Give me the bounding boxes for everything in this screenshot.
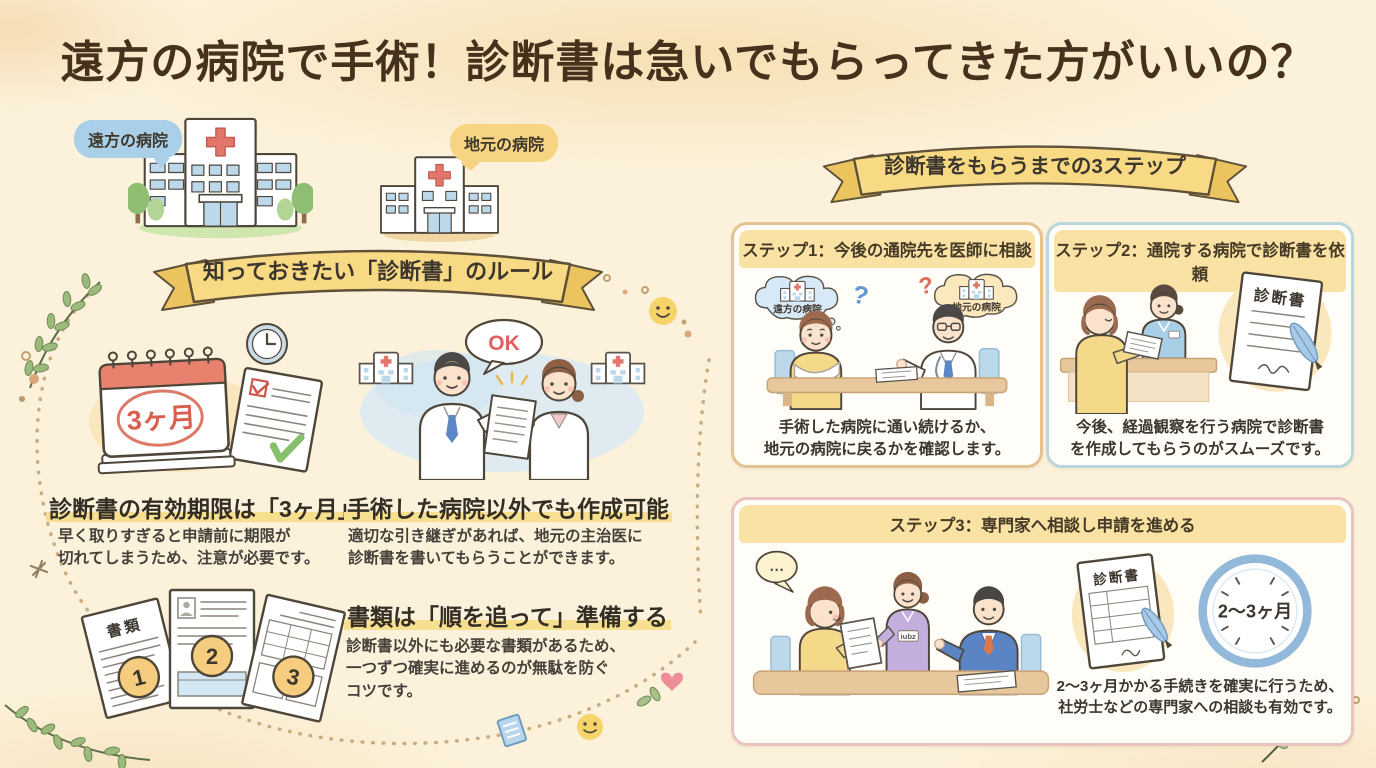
clock-label: 2～3ヶ月 bbox=[1218, 602, 1292, 622]
step3-card: ステップ3：専門家へ相談し申請を進める … iu bbox=[731, 497, 1354, 746]
checked-document-icon bbox=[228, 367, 323, 473]
paper-on-table bbox=[956, 669, 1017, 693]
rule3-body: 診断書以外にも必要な書類があるため、 一つずつ確実に進めるのが無駄を防ぐ コツで… bbox=[346, 638, 626, 700]
svg-text:…: … bbox=[769, 558, 784, 575]
step1-title: ステップ1：今後の通院先を医師に相談 bbox=[739, 230, 1035, 268]
doctors-illustration: OK bbox=[358, 318, 646, 480]
svg-text:地元の病院: 地元の病院 bbox=[952, 301, 1001, 314]
step3-caption: 2～3ヶ月かかる手続きを確実に行うため、 社労士などの専門家への相談も有効です。 bbox=[1056, 678, 1344, 716]
question-mark-red: ? bbox=[917, 272, 935, 300]
rule2-heading: 手術した病院以外でも作成可能 bbox=[344, 490, 672, 524]
steps-banner-ribbon: 診断書をもらうまでの3ステップ bbox=[822, 145, 1248, 204]
patient bbox=[1075, 295, 1163, 414]
distant-hospital-icon bbox=[128, 117, 313, 239]
step2-card: ステップ2：通院する病院で診断書を依頼 bbox=[1046, 222, 1354, 468]
staff-badge: iubz bbox=[901, 632, 917, 641]
smiley-icon bbox=[649, 297, 677, 325]
document-icon bbox=[483, 394, 537, 460]
hospital-icon bbox=[590, 351, 646, 385]
step3-certificate: 診断書 bbox=[1071, 553, 1175, 673]
rule3-heading: 書類は「順を追って」準備する bbox=[344, 598, 674, 632]
ok-bubble-text: OK bbox=[488, 332, 520, 355]
doctor bbox=[896, 303, 977, 411]
step2-illustration: 診断書 bbox=[1059, 271, 1332, 414]
page-title: 遠方の病院で手術！診断書は急いでもらってきた方がいいの？ bbox=[60, 38, 1316, 87]
ellipsis-speech-bubble: … bbox=[755, 550, 798, 593]
clock-icon bbox=[246, 323, 288, 365]
step1-caption: 手術した病院に通い続けるか、 地元の病院に戻るかを確認します。 bbox=[763, 419, 1011, 458]
sprout-icon bbox=[29, 559, 49, 579]
dotted-divider bbox=[695, 358, 711, 622]
paper-on-table bbox=[875, 366, 919, 383]
steps-banner-text: 診断書をもらうまでの3ステップ bbox=[884, 154, 1186, 178]
rule1-heading: 診断書の有効期限は「3ヶ月」 bbox=[46, 490, 364, 524]
duration-clock: 2～3ヶ月 bbox=[1198, 554, 1312, 668]
calendar-label: 3ヶ月 bbox=[126, 402, 197, 436]
rule2-body: 適切な引き継ぎがあれば、地元の主治医に 診断書を書いてもらうことができます。 bbox=[348, 528, 643, 568]
smiley-icon bbox=[577, 714, 603, 740]
thought-cloud-distant: 遠方の病院 bbox=[754, 275, 841, 331]
svg-text:2: 2 bbox=[206, 644, 218, 669]
step2-caption: 今後、経過観察を行う病院で診断書 を作成してもらうのがスムーズです。 bbox=[1070, 419, 1330, 458]
rule1-body: 早く取りすぎると申請前に期限が 切れてしまうため、注意が必要です。 bbox=[58, 528, 320, 568]
step1-card: ステップ1：今後の通院先を医師に相談 遠方の病院 bbox=[731, 222, 1043, 468]
certificate-title: 診断書 bbox=[1092, 566, 1141, 588]
step1-illustration: 遠方の病院 地元の病院 ? ? bbox=[754, 272, 1018, 411]
local-hospital-label: 地元の病院 bbox=[450, 124, 559, 162]
patient bbox=[789, 310, 843, 411]
question-mark-blue: ? bbox=[850, 280, 871, 311]
local-hospital-icon bbox=[380, 156, 499, 242]
document-2-icon: 2 bbox=[168, 588, 256, 710]
document-3-icon: 3 bbox=[241, 593, 346, 723]
documents-illustration: 書類 1 2 3 bbox=[80, 588, 346, 723]
certificate-document: 診断書 bbox=[1228, 271, 1324, 392]
note-icon bbox=[496, 713, 527, 748]
staff-member: iubz bbox=[874, 571, 930, 676]
distant-hospital-label: 遠方の病院 bbox=[74, 120, 183, 158]
step3-title: ステップ3：専門家へ相談し申請を進める bbox=[739, 505, 1346, 543]
calendar-illustration: 3ヶ月 bbox=[89, 323, 323, 475]
quill-icon bbox=[1289, 322, 1323, 370]
quill-icon bbox=[1141, 607, 1173, 649]
document-1-icon: 書類 1 bbox=[80, 597, 184, 719]
rules-banner-text: 知っておきたい「診断書」のルール bbox=[203, 259, 553, 284]
step3-illustration: … iubz bbox=[752, 550, 1050, 696]
rules-banner-ribbon: 知っておきたい「診断書」のルール bbox=[153, 249, 603, 311]
calendar-icon: 3ヶ月 bbox=[97, 346, 236, 475]
